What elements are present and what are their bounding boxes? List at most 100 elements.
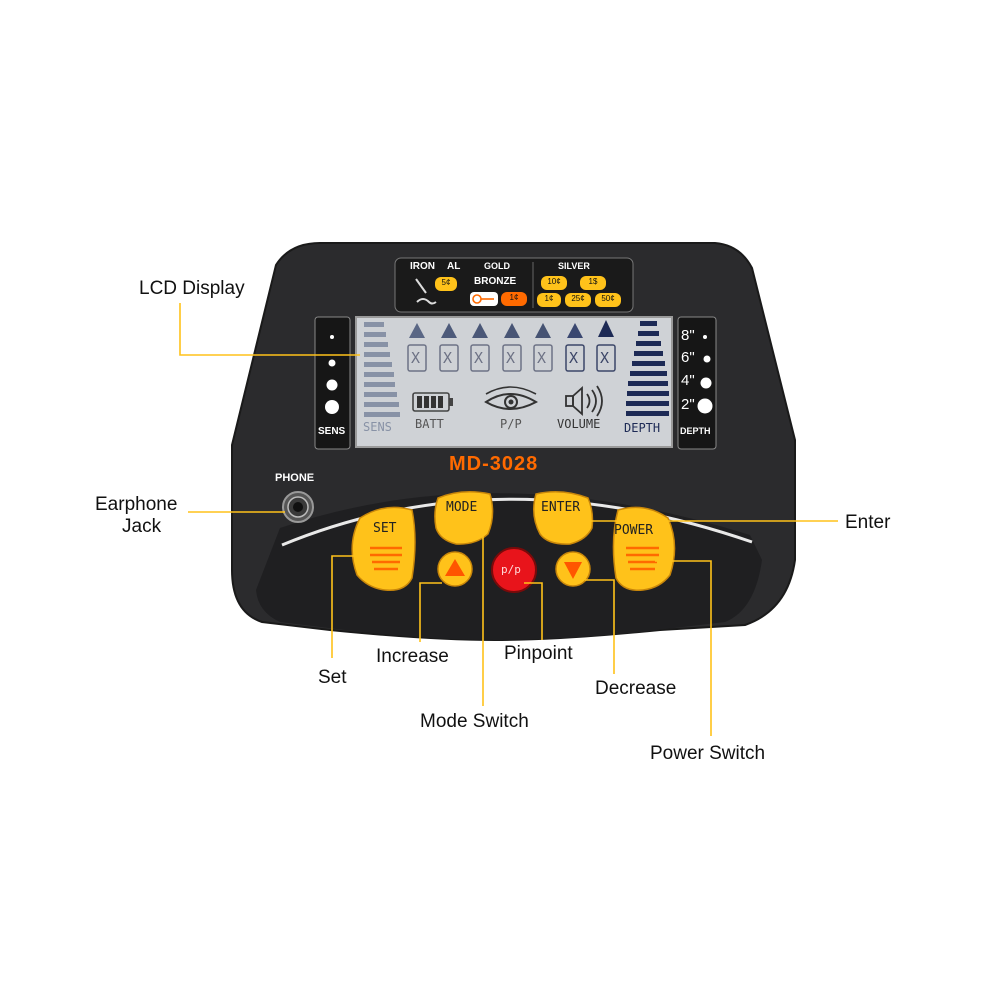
depth-dot bbox=[700, 377, 712, 389]
leader-lines bbox=[179, 303, 838, 736]
leader-power bbox=[655, 560, 712, 736]
box-mark: X bbox=[443, 349, 453, 367]
target-box-marks: X X X X X X X bbox=[408, 349, 618, 369]
nail-icon bbox=[415, 278, 427, 294]
silver-label: SILVER bbox=[558, 261, 590, 271]
sens-dot bbox=[326, 379, 338, 391]
set-button-label: SET bbox=[373, 521, 397, 536]
callout-pinpoint: Pinpoint bbox=[504, 643, 573, 664]
arrow-icon bbox=[504, 323, 520, 338]
set-button[interactable] bbox=[351, 506, 416, 591]
leader-increase bbox=[419, 582, 442, 642]
callout-increase: Increase bbox=[376, 646, 449, 667]
callout-power-switch: Power Switch bbox=[650, 743, 766, 764]
coin-25c: 25¢ bbox=[571, 294, 585, 303]
callout-set: Set bbox=[318, 667, 347, 688]
depth-panel bbox=[677, 316, 717, 450]
decrease-button[interactable] bbox=[555, 551, 591, 587]
arrow-icon bbox=[472, 323, 488, 338]
target-box bbox=[596, 344, 616, 372]
battery-icon bbox=[412, 392, 453, 412]
callout-mode-switch: Mode Switch bbox=[420, 711, 529, 732]
coin-50c: 50¢ bbox=[601, 294, 615, 303]
target-box bbox=[407, 344, 427, 372]
depth-dot bbox=[703, 355, 711, 363]
eye-icon bbox=[484, 386, 539, 410]
coin-badge bbox=[565, 293, 591, 307]
box-mark: X bbox=[569, 349, 579, 367]
iron-label: IRON bbox=[410, 261, 435, 272]
target-box bbox=[533, 344, 553, 372]
depth-mark-6: 6" bbox=[681, 349, 695, 366]
target-arrows bbox=[409, 320, 614, 338]
pinpoint-button[interactable] bbox=[491, 547, 537, 593]
coin-badge bbox=[501, 292, 527, 306]
coin-1c: 1¢ bbox=[509, 293, 519, 302]
box-mark: X bbox=[474, 349, 484, 367]
leader-pinpoint bbox=[524, 582, 543, 640]
target-panel-labels: IRON AL GOLD SILVER BRONZE 5¢ 1¢ 10¢ 1$ … bbox=[395, 258, 633, 312]
depth-side-label: DEPTH bbox=[680, 426, 711, 436]
depth-dot bbox=[697, 398, 713, 414]
arrow-icon bbox=[598, 320, 614, 337]
lcd-sens-label: SENS bbox=[363, 420, 392, 434]
sens-dot bbox=[325, 400, 339, 414]
depth-dot bbox=[703, 335, 707, 339]
coin-badge bbox=[537, 293, 561, 307]
callout-earphone-2: Jack bbox=[122, 516, 162, 537]
speaker-icon bbox=[565, 385, 603, 417]
coin-badge bbox=[595, 293, 621, 307]
leader-set bbox=[331, 555, 363, 658]
sens-dot bbox=[328, 359, 336, 367]
lcd-screen bbox=[355, 316, 673, 448]
arrow-icon bbox=[535, 323, 551, 338]
lcd-batt-label: BATT bbox=[415, 417, 444, 431]
coin-5c: 5¢ bbox=[441, 278, 451, 287]
coin-badge bbox=[435, 277, 457, 291]
box-mark: X bbox=[600, 349, 610, 367]
sens-bars bbox=[364, 322, 400, 417]
lcd-volume-label: VOLUME bbox=[557, 417, 601, 431]
phone-jack[interactable] bbox=[282, 491, 314, 523]
arrow-icon bbox=[441, 323, 457, 338]
power-button-label: POWER bbox=[614, 523, 654, 538]
coin-badge bbox=[580, 276, 606, 290]
box-mark: X bbox=[537, 349, 547, 367]
arrow-icon bbox=[409, 323, 425, 338]
pinpoint-button-label: p/p bbox=[501, 563, 521, 576]
depth-mark-4: 4" bbox=[681, 372, 695, 389]
al-label: AL bbox=[447, 261, 461, 272]
depth-bars bbox=[626, 321, 669, 416]
enter-button-label: ENTER bbox=[541, 500, 581, 515]
up-arrow-icon bbox=[445, 559, 465, 576]
foil-icon bbox=[416, 298, 437, 305]
box-mark: X bbox=[411, 349, 421, 367]
power-button[interactable] bbox=[612, 506, 676, 591]
depth-mark-2: 2" bbox=[681, 396, 695, 413]
arrow-icon bbox=[567, 323, 583, 338]
coin-1d: 1$ bbox=[588, 277, 598, 286]
lcd-pp-label: P/P bbox=[500, 417, 522, 431]
coin-badge bbox=[541, 276, 567, 290]
sens-dot bbox=[330, 335, 334, 339]
phone-label: PHONE bbox=[275, 472, 315, 484]
model-label: MD-3028 bbox=[449, 453, 539, 475]
increase-button[interactable] bbox=[437, 551, 473, 587]
mode-button[interactable] bbox=[434, 491, 494, 545]
coin-1c-b: 1¢ bbox=[544, 294, 554, 303]
down-arrow-icon bbox=[564, 562, 582, 579]
box-mark: X bbox=[506, 349, 516, 367]
callout-enter: Enter bbox=[845, 512, 891, 533]
callout-decrease: Decrease bbox=[595, 678, 677, 699]
target-box bbox=[502, 344, 522, 372]
enter-button[interactable] bbox=[533, 491, 594, 545]
target-box bbox=[470, 344, 490, 372]
leader-decrease bbox=[585, 579, 615, 674]
coin-10c: 10¢ bbox=[547, 277, 561, 286]
depth-mark-8: 8" bbox=[681, 327, 695, 344]
gold-label: GOLD bbox=[484, 261, 510, 271]
leader-lcd bbox=[179, 303, 360, 356]
callout-earphone-1: Earphone bbox=[95, 494, 178, 515]
lcd-depth-label: DEPTH bbox=[624, 421, 661, 435]
